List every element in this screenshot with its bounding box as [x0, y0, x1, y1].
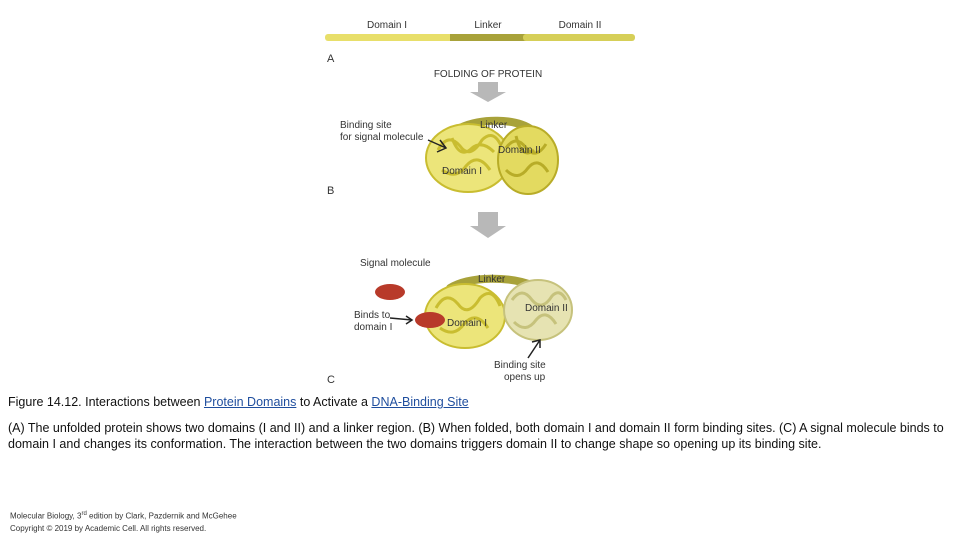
credits: Molecular Biology, 3rd edition by Clark,…: [10, 508, 237, 535]
credits-book: Molecular Biology, 3: [10, 511, 82, 521]
protein-folding-diagram: Domain I Linker Domain II A FOLDING OF P…: [320, 10, 650, 390]
credits-edition-sup: rd: [81, 511, 87, 517]
folding-label: FOLDING OF PROTEIN: [434, 69, 542, 80]
bar-label-domain2: Domain II: [559, 20, 602, 31]
activated-domain1-label: Domain I: [447, 318, 487, 329]
opens-label-1: Binding site: [494, 360, 546, 371]
opens-arrow-icon: [527, 339, 541, 359]
binds-label-2: domain I: [354, 322, 392, 333]
folded-protein: [425, 116, 559, 195]
panel-label-a: A: [327, 53, 335, 65]
folded-domain1-label: Domain I: [442, 166, 482, 177]
unfolded-linker-segment: [450, 34, 526, 41]
bound-signal-molecule: [415, 312, 445, 328]
opens-label-2: opens up: [504, 372, 546, 383]
dna-binding-site-link[interactable]: DNA-Binding Site: [371, 395, 469, 409]
figure-caption: Figure 14.12. Interactions between Prote…: [8, 394, 948, 452]
credits-copyright: Copyright © 2019 by Academic Cell. All r…: [10, 523, 207, 533]
bar-label-domain1: Domain I: [367, 20, 407, 31]
activation-arrow-icon: [470, 212, 506, 238]
caption-description: (A) The unfolded protein shows two domai…: [8, 421, 944, 451]
protein-domains-link[interactable]: Protein Domains: [203, 395, 297, 409]
free-signal-molecule: [375, 284, 405, 300]
binds-label-1: Binds to: [354, 310, 391, 321]
folding-arrow-icon: [470, 82, 506, 102]
activated-protein: [389, 274, 573, 359]
binding-site-arrow-icon: [427, 139, 448, 153]
activated-linker-label: Linker: [478, 274, 506, 285]
unfolded-domain1-segment: [325, 34, 453, 41]
activated-domain2-label: Domain II: [525, 303, 568, 314]
bar-label-linker: Linker: [474, 20, 502, 31]
binding-site-label-2: for signal molecule: [340, 132, 424, 143]
unfolded-domain2-segment: [523, 34, 635, 41]
credits-authors: edition by Clark, Pazdernik and McGehee: [86, 511, 237, 521]
activated-domain1: [424, 283, 506, 349]
binds-arrow-icon: [389, 315, 414, 325]
folded-linker-label: Linker: [480, 120, 508, 131]
activated-domain2-open: [503, 279, 573, 341]
folded-domain2: [497, 125, 559, 195]
caption-title-prefix: Figure 14.12. Interactions between: [8, 395, 204, 409]
signal-molecule-label: Signal molecule: [360, 258, 431, 269]
caption-title: Figure 14.12. Interactions between Prote…: [8, 394, 948, 410]
folded-domain2-label: Domain II: [498, 145, 541, 156]
panel-label-c: C: [327, 374, 335, 386]
credits-line-1: Molecular Biology, 3rd edition by Clark,…: [10, 508, 237, 523]
caption-title-middle: to Activate a: [296, 395, 372, 409]
binding-site-label-1: Binding site: [340, 120, 392, 131]
panel-label-b: B: [327, 185, 334, 197]
